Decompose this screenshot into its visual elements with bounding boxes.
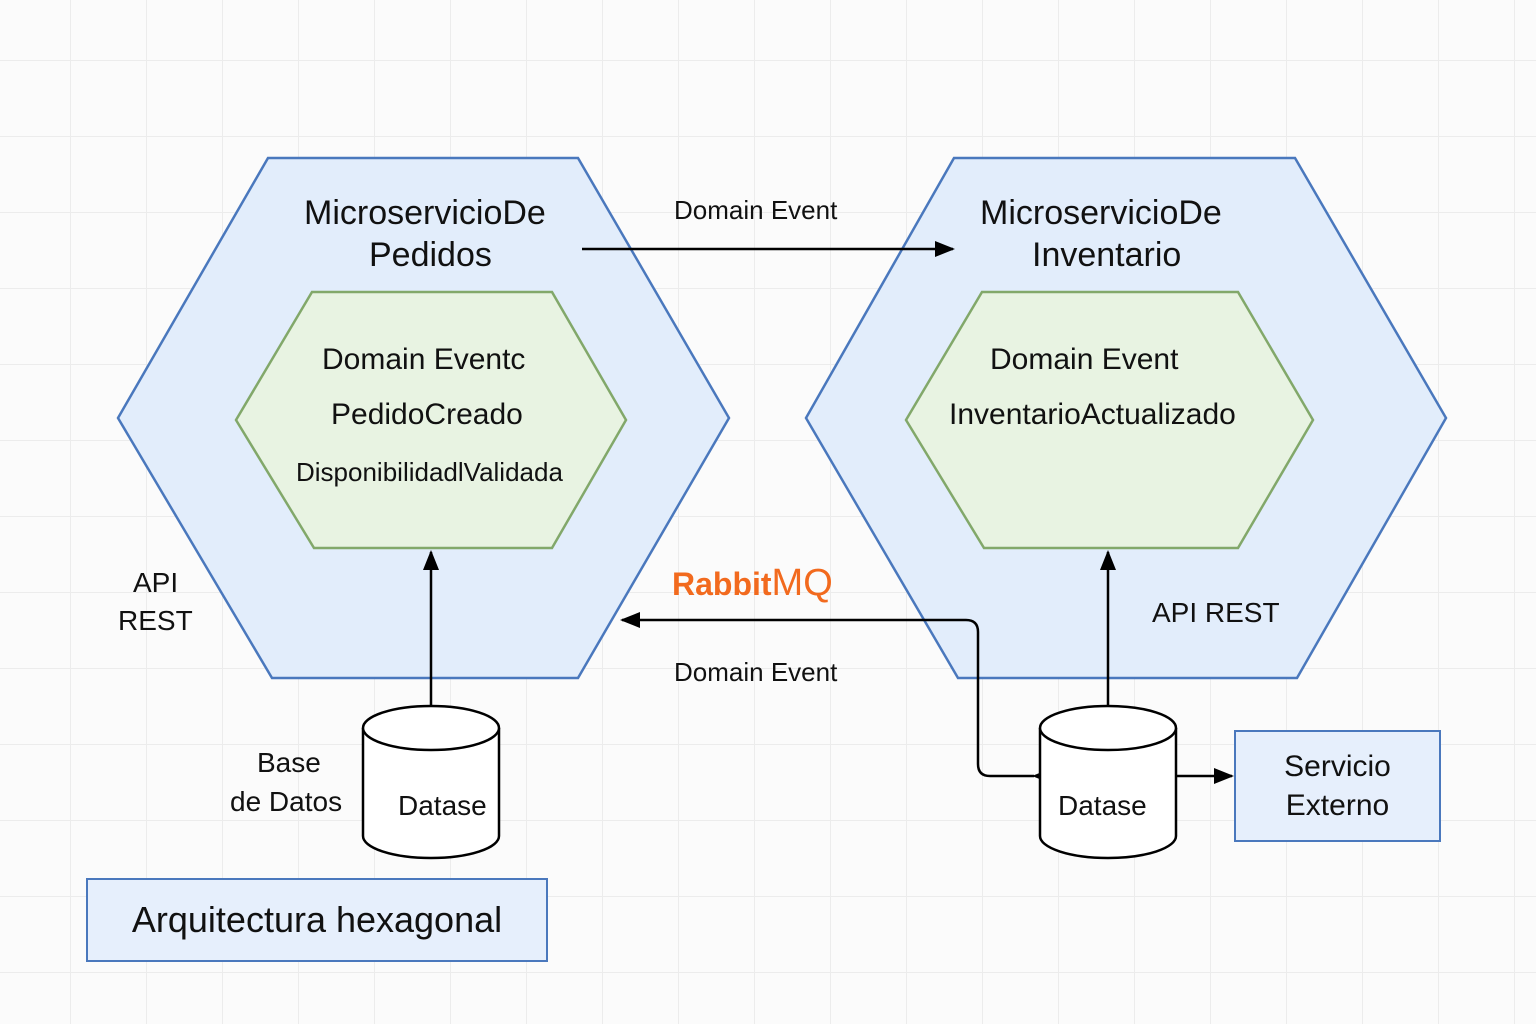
pedidos-title-line2: Pedidos [369,236,492,274]
domain-event-arrow-bottom [620,612,1052,784]
edge-label-bottom: Domain Event [674,657,838,687]
inventario-title-line2: Inventario [1032,236,1182,274]
database-right-cylinder [1038,704,1178,860]
rabbitmq-logo: RabbitMQ [672,562,833,604]
caption-box: Arquitectura hexagonal [86,878,548,962]
inventario-title-line1: MicroservicioDe [980,194,1222,232]
inventario-core-label-1: Domain Event [990,343,1179,376]
db-right-label: Datase [1058,790,1147,821]
db-left-side-label-1: Base [257,747,321,778]
caption-text: Arquitectura hexagonal [131,899,503,940]
pedidos-core-label-1: Domain Eventc [322,343,526,376]
edge-label-top: Domain Event [674,195,838,225]
pedidos-core-label-2: PedidoCreado [331,398,523,431]
external-service-line2: Externo [1285,789,1390,822]
pedidos-api-label-1: API [133,567,179,598]
external-service-box: Servicio Externo [1234,730,1441,842]
pedidos-api-label-2: REST [118,605,193,636]
core-hexagon-inventario [904,290,1315,550]
external-service-line1: Servicio [1284,750,1391,783]
inventario-api-label: API REST [1152,597,1280,628]
pedidos-core-label-3: DisponibilidadlValidada [296,457,563,487]
db-left-label: Datase [398,790,487,821]
inventario-core-label-2: InventarioActualizado [949,398,1236,431]
db-left-side-label-2: de Datos [230,786,343,817]
core-hexagon-pedidos [234,290,628,550]
pedidos-title-line1: MicroservicioDe [304,194,546,232]
database-left-cylinder [361,704,501,860]
